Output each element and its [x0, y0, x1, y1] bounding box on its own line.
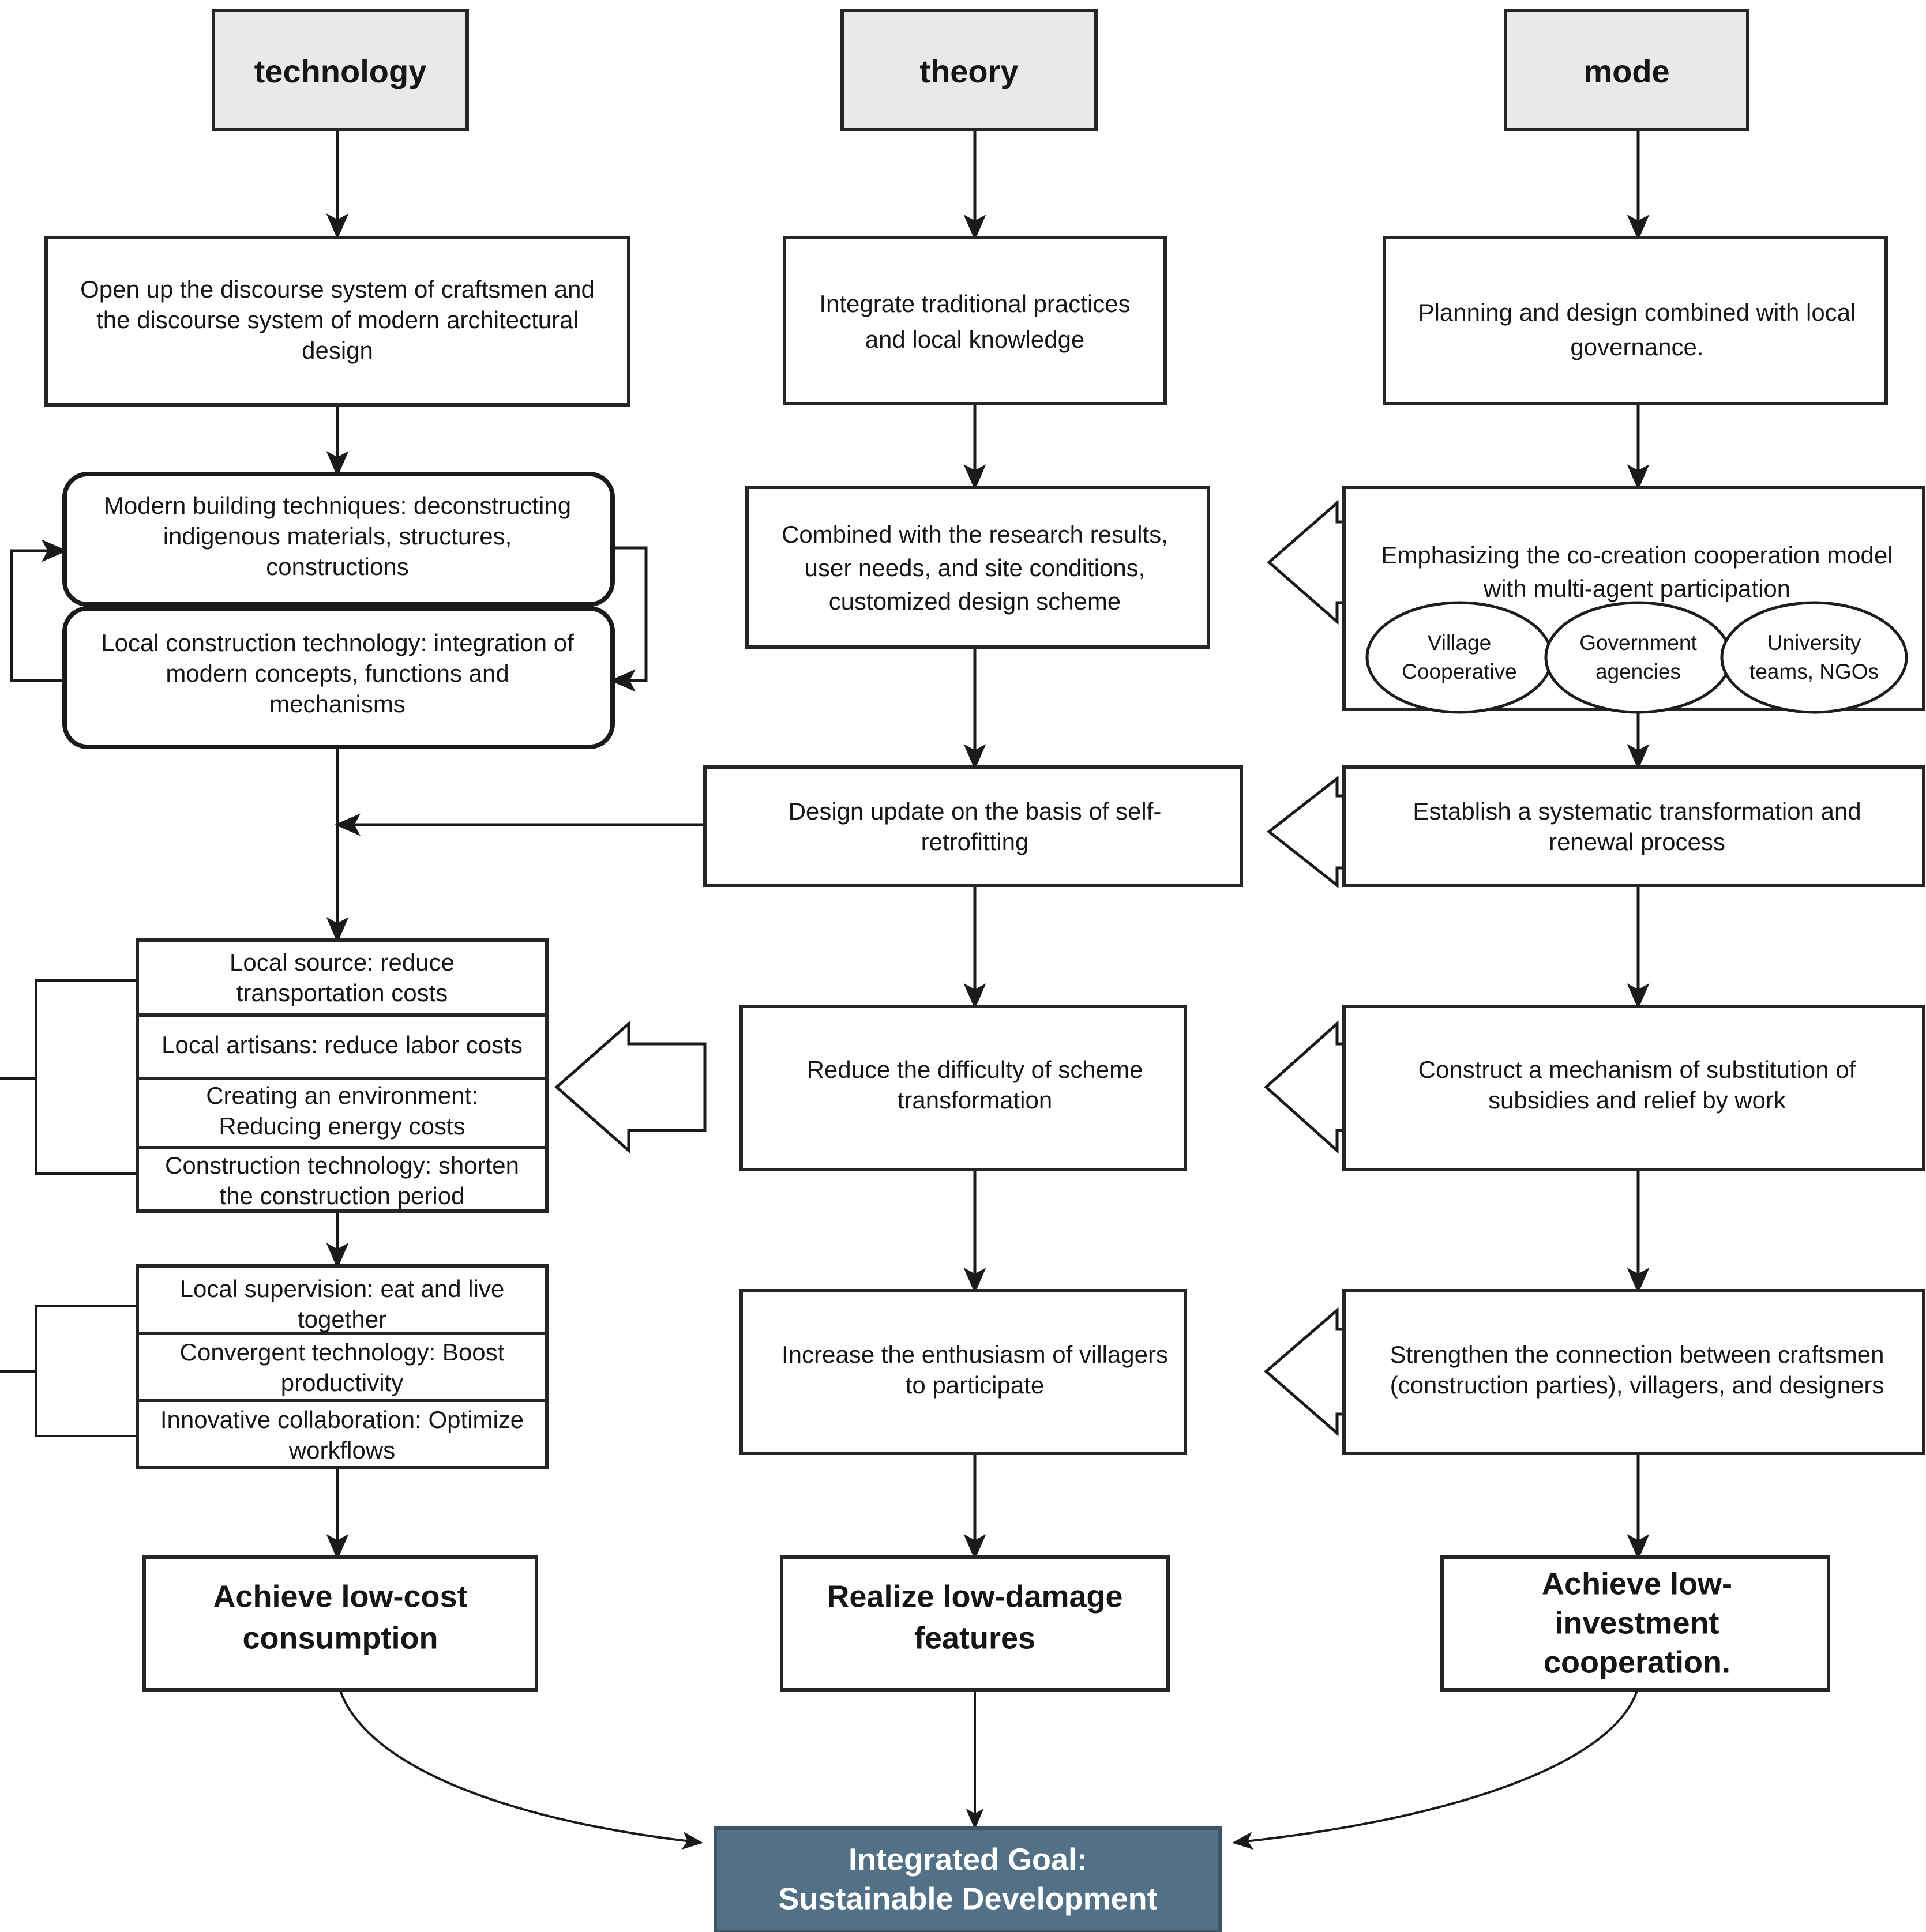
box-tech-outcome	[142, 1555, 538, 1692]
box-tech-list2	[136, 1264, 549, 1469]
header-box-mode	[1504, 9, 1749, 131]
mode-actor0-line1: Cooperative	[1402, 660, 1517, 683]
tech-step1-line3: design	[302, 337, 373, 364]
tech-round2-line1: Local construction technology: integrati…	[101, 629, 574, 656]
box-theory-step1	[783, 236, 1167, 405]
header-label-technology: technology	[254, 53, 427, 89]
tech-list1-item0-line1: transportation costs	[236, 979, 448, 1006]
ellipse-university-teams-ngos	[1720, 601, 1908, 714]
ellipse-government-agencies	[1544, 601, 1732, 714]
box-theory-step2	[745, 486, 1210, 649]
box-mode-outcome	[1440, 1555, 1830, 1692]
tech-round2-line2: modern concepts, functions and	[166, 660, 509, 687]
tech-list1-item0-line0: Local source: reduce	[230, 949, 455, 976]
block-arrow-theory-step4-to-tech-list1	[554, 1020, 707, 1154]
mode-step2-line0: Emphasizing the co-creation cooperation …	[1381, 542, 1893, 569]
theory-step1-line0: Integrate traditional practices	[819, 290, 1130, 317]
theory-step5-line1: to participate	[906, 1371, 1044, 1399]
connector-tech-feedback-left	[10, 539, 69, 682]
mode-outcome-line1: investment	[1555, 1606, 1719, 1640]
tech-round1-line1: Modern building techniques: deconstructi…	[104, 492, 571, 519]
theory-step3-line0: Design update on the basis of self-	[789, 798, 1162, 825]
mode-actor1-line0: Government	[1579, 631, 1697, 655]
mode-actor2-line0: University	[1767, 631, 1861, 655]
mode-step2-line1: with multi-agent participation	[1483, 575, 1790, 602]
header-label-theory: theory	[919, 53, 1018, 89]
theory-outcome-line0: Realize low-damage	[827, 1579, 1122, 1614]
mode-outcome-line2: cooperation.	[1544, 1645, 1730, 1679]
tech-list1-item2-line0: Creating an environment:	[206, 1082, 478, 1109]
theory-step2-line2: customized design scheme	[829, 588, 1121, 615]
mode-actor1-line1: agencies	[1595, 660, 1681, 683]
ellipse-village-cooperative	[1365, 601, 1553, 714]
box-theory-outcome	[780, 1555, 1170, 1692]
theory-step2-line1: user needs, and site conditions,	[805, 554, 1146, 581]
box-tech-step1	[44, 236, 630, 407]
tech-round1-line3: constructions	[266, 553, 408, 580]
mode-step3-line0: Establish a systematic transformation an…	[1413, 798, 1861, 825]
tech-round2-line3: mechanisms	[269, 690, 406, 717]
tech-list2-item1-line0: Convergent technology: Boost	[180, 1339, 505, 1366]
box-theory-step3	[703, 765, 1243, 887]
theory-step4-line1: transformation	[898, 1087, 1052, 1114]
brace-list2	[0, 1305, 138, 1437]
box-mode-step4	[1342, 1005, 1925, 1171]
box-theory-step5	[739, 1289, 1187, 1455]
theory-step1-line1: and local knowledge	[865, 326, 1085, 353]
mode-step1-line0: Planning and design combined with local	[1418, 299, 1856, 326]
box-mode-step1	[1383, 236, 1888, 405]
connector-tech-outcome-to-goal	[339, 1690, 703, 1850]
theory-outcome-line1: features	[914, 1621, 1035, 1655]
theory-step2-line0: Combined with the research results,	[782, 521, 1168, 548]
tech-list1-item1-line0: Local artisans: reduce labor costs	[162, 1031, 523, 1058]
box-mode-step3	[1342, 765, 1925, 887]
tech-list2-item2-line1: workflows	[288, 1437, 395, 1464]
theory-step5-line0: Increase the enthusiasm of villagers	[782, 1341, 1168, 1368]
box-tech-list1	[136, 938, 549, 1213]
mode-step1-line1: governance.	[1570, 333, 1703, 360]
theory-step4-line0: Reduce the difficulty of scheme	[807, 1056, 1143, 1083]
tech-list2-item1-line1: productivity	[281, 1369, 403, 1396]
tech-list1-item2-line1: Reducing energy costs	[219, 1112, 465, 1140]
tech-list1-item3-line1: the construction period	[220, 1182, 465, 1209]
mode-step4-line1: subsidies and relief by work	[1488, 1087, 1786, 1114]
tech-round1-line2: indigenous materials, structures,	[163, 523, 512, 550]
header-box-theory	[840, 9, 1098, 131]
header-label-mode: mode	[1583, 53, 1669, 89]
header-box-technology	[212, 9, 469, 131]
box-mode-step5	[1342, 1289, 1925, 1455]
mode-step4-line0: Construct a mechanism of substitution of	[1418, 1056, 1856, 1083]
theory-step3-line1: retrofitting	[921, 828, 1029, 855]
box-theory-step4	[739, 1005, 1187, 1171]
mode-actor0-line0: Village	[1428, 631, 1491, 655]
mode-outcome-line0: Achieve low-	[1542, 1566, 1732, 1601]
goal-line1: Sustainable Development	[778, 1881, 1157, 1916]
box-integrated-goal	[714, 1826, 1222, 1932]
tech-outcome-line1: consumption	[243, 1621, 438, 1655]
brace-list1	[0, 979, 138, 1175]
box-tech-round1	[62, 472, 615, 607]
tech-list2-item2-line0: Innovative collaboration: Optimize	[160, 1406, 524, 1433]
goal-line0: Integrated Goal:	[849, 1842, 1087, 1877]
tech-step1-line1: Open up the discourse system of craftsme…	[80, 276, 595, 303]
tech-outcome-line0: Achieve low-cost	[213, 1579, 467, 1614]
tech-list1-item3-line0: Construction technology: shorten	[165, 1152, 519, 1179]
connector-mode-outcome-to-goal	[1232, 1690, 1638, 1850]
tech-step1-line2: the discourse system of modern architect…	[96, 306, 579, 333]
tech-list2-item0-line0: Local supervision: eat and live	[180, 1275, 505, 1302]
tech-list2-item0-line1: together	[298, 1306, 386, 1333]
mode-step5-line1: (construction parties), villagers, and d…	[1390, 1371, 1884, 1399]
connector-tech-feedback-right	[606, 546, 648, 692]
mode-step3-line1: renewal process	[1549, 828, 1725, 855]
mode-actor2-line1: teams, NGOs	[1749, 660, 1879, 683]
box-tech-round2	[62, 606, 615, 749]
mode-step5-line0: Strengthen the connection between crafts…	[1390, 1341, 1884, 1368]
